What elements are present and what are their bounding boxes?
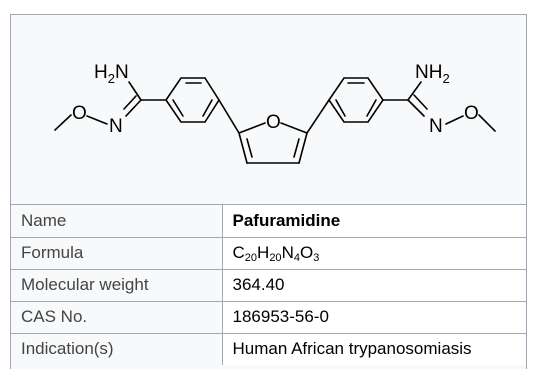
bond — [413, 94, 428, 110]
bond — [172, 99, 184, 117]
right-benzene-ring — [328, 77, 384, 123]
pafuramidine-structure-diagram: H2N N O O NH2 N O — [54, 62, 496, 164]
bond — [128, 81, 142, 101]
bond — [218, 99, 240, 134]
bond — [407, 99, 425, 117]
chemical-structure-cell: H2N N O O NH2 N O — [11, 15, 526, 205]
bond — [407, 81, 422, 101]
bond — [125, 99, 142, 117]
molecular-weight-value: 364.40 — [222, 269, 526, 302]
bond — [123, 95, 137, 110]
indications-value: Human African trypanosomiasis — [222, 333, 526, 365]
bond — [445, 115, 464, 125]
name-label: Name — [11, 205, 223, 238]
right-amine-label: NH2 — [415, 62, 450, 86]
bond — [335, 99, 346, 117]
cas-number-value: 186953-56-0 — [222, 301, 526, 334]
formula-label: Formula — [11, 237, 223, 270]
name-value: Pafuramidine — [222, 205, 526, 238]
bond — [306, 99, 330, 134]
table-row: Formula C20H20N4O3 — [11, 237, 526, 270]
molecular-weight-label: Molecular weight — [11, 269, 223, 302]
table-row: Molecular weight 364.40 — [11, 269, 526, 302]
table-row: Name Pafuramidine — [11, 205, 526, 238]
bond — [293, 138, 300, 158]
bond — [366, 99, 377, 117]
bond — [54, 114, 72, 131]
table-row: Indication(s) Human African trypanosomia… — [11, 333, 526, 365]
indications-label: Indication(s) — [11, 333, 223, 365]
bond — [202, 99, 213, 117]
left-imine-n-label: N — [109, 116, 123, 137]
bond — [86, 115, 108, 125]
bond — [238, 122, 266, 134]
bond — [298, 132, 308, 164]
compound-infobox: H2N N O O NH2 N O Name Pafuramidine Form… — [10, 14, 527, 369]
table-row: CAS No. 186953-56-0 — [11, 301, 526, 334]
furan-o-label: O — [266, 112, 281, 133]
left-oxime-o-label: O — [72, 103, 87, 124]
bond — [478, 114, 496, 132]
formula-value: C20H20N4O3 — [222, 237, 526, 270]
cas-number-label: CAS No. — [11, 301, 223, 334]
bond — [246, 138, 253, 158]
left-benzene-ring — [165, 77, 220, 123]
right-oxime-o-label: O — [464, 103, 479, 124]
properties-table: Name Pafuramidine Formula C20H20N4O3 Mol… — [11, 205, 526, 365]
bond — [238, 132, 248, 164]
right-imine-n-label: N — [429, 116, 443, 137]
left-amine-label: H2N — [94, 62, 129, 86]
bond — [280, 122, 308, 134]
